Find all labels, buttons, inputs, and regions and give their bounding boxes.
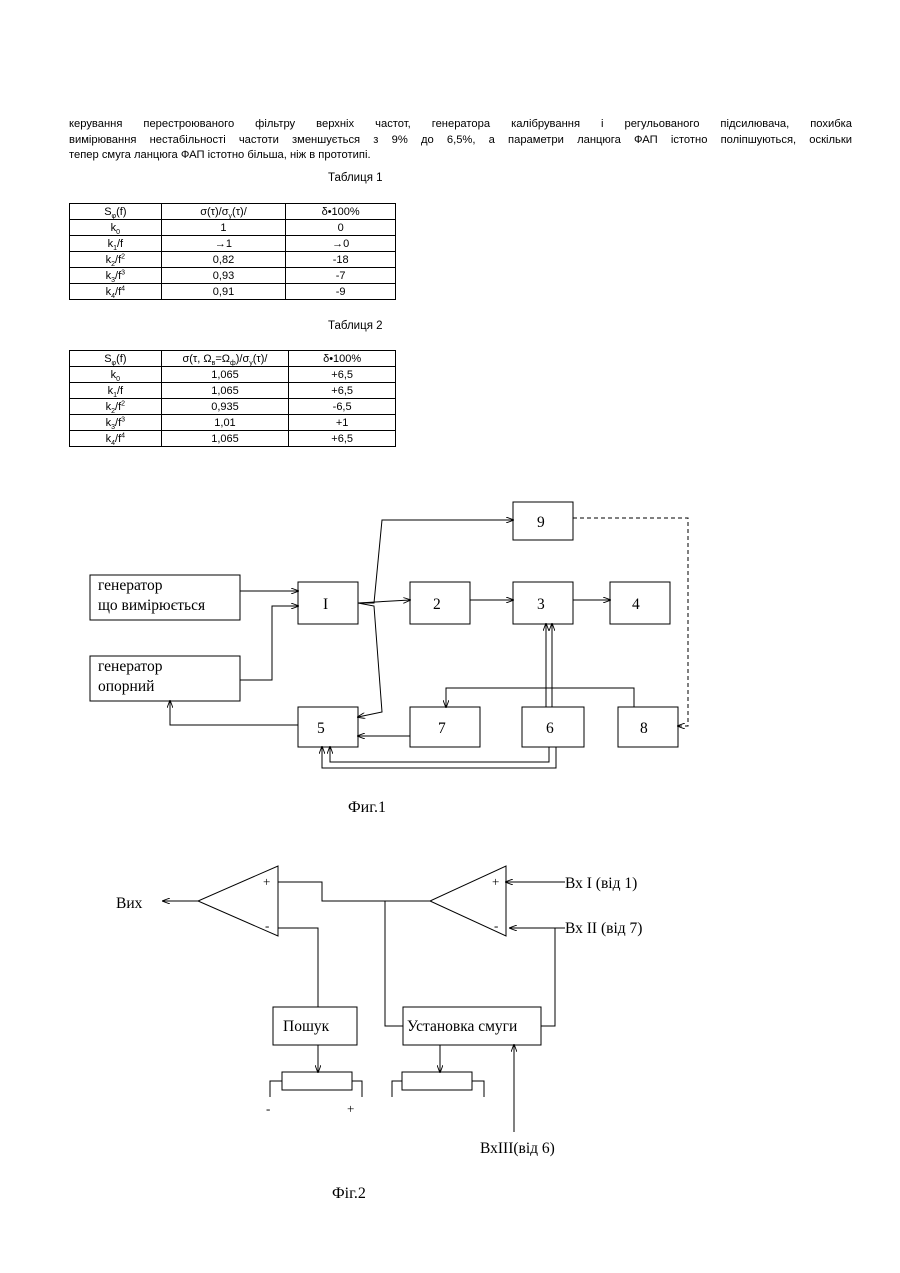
band-block-label: Установка смуги [407,1018,517,1035]
band-potentiometer [402,1072,472,1090]
figure-1-caption: Фиг.1 [348,799,386,816]
block-8 [618,707,678,747]
figure-2-caption: Фіг.2 [332,1185,366,1202]
input-1-label: Вх I (від 1) [565,875,637,892]
block-5-label: 5 [317,720,325,737]
plus-sign: + [263,874,270,889]
gen-measured-line1: генератор [98,577,163,594]
input-2-label: Вх II (від 7) [565,920,642,937]
block-8-label: 8 [640,720,648,737]
plus-sign: + [347,1101,354,1116]
block-4-label: 4 [632,596,640,613]
block-5 [298,707,358,747]
block-7-label: 7 [438,720,446,737]
search-block-label: Пошук [283,1018,330,1035]
block-6-label: 6 [546,720,554,737]
gen-measured-line2: що вимірюється [98,597,205,614]
block-9-label: 9 [537,514,545,531]
figure-2-diagram [163,866,565,1132]
minus-sign: - [266,1101,270,1116]
block-3-label: 3 [537,596,545,613]
block-1-label: I [323,596,328,613]
plus-sign: + [492,874,499,889]
minus-sign: - [494,918,498,933]
minus-sign: - [265,918,269,933]
output-label: Вих [116,895,143,912]
gen-reference-line2: опорний [98,678,154,695]
input-3-label: ВхIII(від 6) [480,1140,555,1157]
block-4 [610,582,670,624]
block-2-label: 2 [433,596,441,613]
gen-reference-line1: генератор [98,658,163,675]
search-potentiometer [282,1072,352,1090]
